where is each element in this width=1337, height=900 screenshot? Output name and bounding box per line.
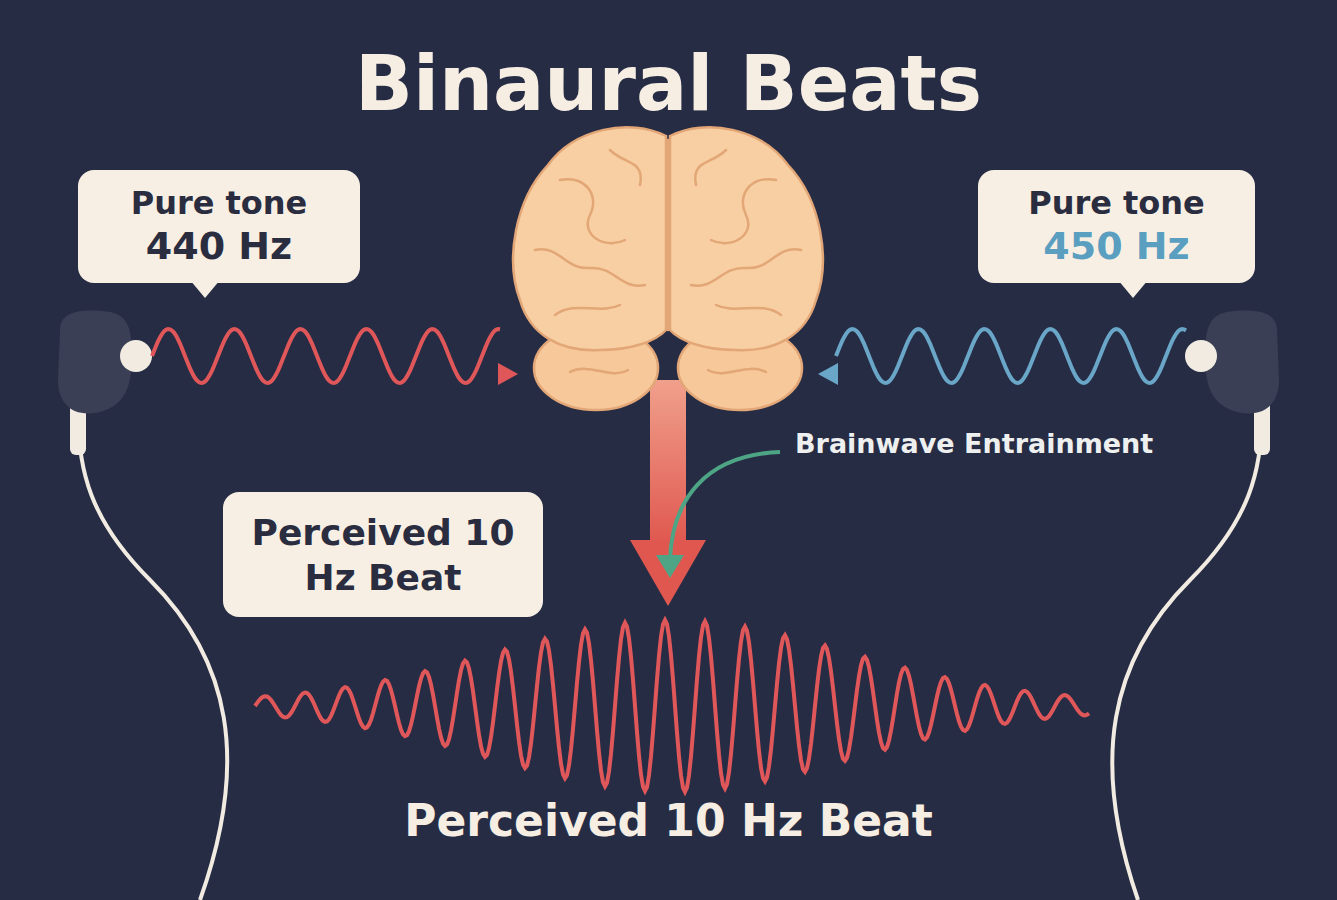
node-heading: Perceived 10 Hz Beat (237, 510, 529, 600)
leader-arrowhead (656, 555, 684, 578)
tone-wave-450 (836, 329, 1186, 383)
diagram-title: Binaural Beats (0, 42, 1337, 126)
node-value: 450 Hz (1043, 223, 1189, 271)
stem-arrow (650, 380, 686, 545)
stem-arrowhead (630, 540, 706, 606)
beat-label: Perceived 10 Hz Beat (0, 795, 1337, 848)
node-heading: Pure tone (1028, 183, 1205, 223)
left-earbud (58, 311, 152, 455)
right-earbud (1185, 311, 1279, 455)
brain (513, 127, 823, 410)
tone-wave-440 (152, 329, 500, 383)
node-value: 440 Hz (146, 223, 292, 271)
callout-box: Pure tone450 Hz (978, 170, 1255, 283)
entrainment-leader (670, 452, 780, 560)
callout-box: Pure tone440 Hz (78, 170, 360, 283)
wave-arrowhead (818, 363, 838, 385)
node-heading: Pure tone (131, 183, 308, 223)
annotation-label: Brainwave Entrainment (795, 428, 1153, 460)
result-box: Perceived 10 Hz Beat (223, 492, 543, 617)
wave-arrowhead (498, 363, 518, 385)
earphone-wire (78, 412, 227, 900)
earphone-wire (1112, 412, 1262, 900)
beat-wave (255, 620, 1089, 792)
